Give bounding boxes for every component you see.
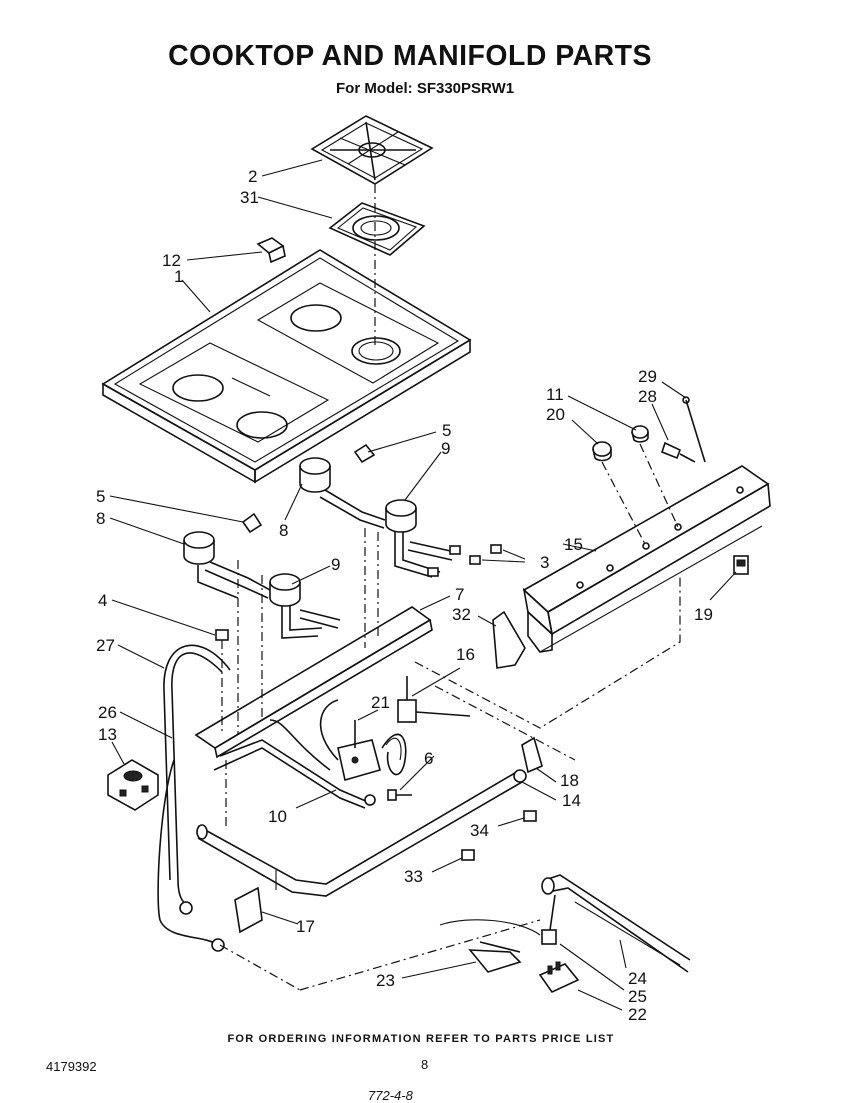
callout-29: 29 [638, 367, 657, 386]
ordering-note: FOR ORDERING INFORMATION REFER TO PARTS … [227, 1033, 615, 1045]
callout-32: 32 [452, 605, 471, 624]
callout-17: 17 [296, 917, 315, 936]
callout-labels: 1 2 3 4 5 5 6 7 8 8 9 9 10 11 12 13 14 1… [96, 167, 713, 1024]
callout-4: 4 [98, 591, 107, 610]
callout-25: 25 [628, 987, 647, 1006]
page-number: 8 [421, 1057, 429, 1072]
callout-8a: 8 [279, 521, 288, 540]
callout-28: 28 [638, 387, 657, 406]
callout-12: 12 [162, 251, 181, 270]
callout-23: 23 [376, 971, 395, 990]
model-subtitle: For Model: SF330PSRW1 [336, 80, 515, 97]
callout-19: 19 [694, 605, 713, 624]
page-code: 772-4-8 [368, 1088, 413, 1103]
burner-drip-pan [328, 202, 426, 256]
callout-9b: 9 [331, 555, 340, 574]
orifice-spuds [469, 544, 502, 565]
callout-1: 1 [174, 267, 183, 286]
burner-support-bracket [241, 443, 376, 534]
control-knobs [592, 396, 706, 547]
callout-26: 26 [98, 703, 117, 722]
callout-24: 24 [628, 969, 647, 988]
callout-33: 33 [404, 867, 423, 886]
cooktop-clip [256, 237, 286, 264]
front-burner-assembly [183, 531, 341, 639]
leader-lines [109, 159, 737, 1011]
callout-16: 16 [456, 645, 475, 664]
callout-5b: 5 [96, 487, 105, 506]
supply-tubing [213, 739, 376, 809]
cooktop [101, 249, 472, 484]
callout-3: 3 [540, 553, 549, 572]
callout-34: 34 [470, 821, 489, 840]
document-number: 4179392 [46, 1059, 97, 1074]
gas-valve-assembly [269, 676, 471, 801]
callout-20: 20 [546, 405, 565, 424]
callout-2: 2 [248, 167, 257, 186]
callout-9a: 9 [441, 439, 450, 458]
callout-15: 15 [564, 535, 583, 554]
callout-7: 7 [455, 585, 464, 604]
gas-supply-line [157, 644, 231, 952]
fasteners [461, 736, 543, 861]
callout-8b: 8 [96, 509, 105, 528]
manifold-panel [522, 465, 771, 653]
callout-13: 13 [98, 725, 117, 744]
broil-burner-assembly [219, 874, 691, 994]
oven-burner-bracket [234, 870, 277, 934]
burner-grate [310, 115, 434, 185]
callout-10: 10 [268, 807, 287, 826]
callout-27: 27 [96, 636, 115, 655]
callout-5a: 5 [442, 421, 451, 440]
callout-6: 6 [424, 749, 433, 768]
callout-14: 14 [562, 791, 581, 810]
oven-burner-tube [196, 760, 527, 897]
pressure-regulator [107, 759, 159, 811]
callout-21: 21 [371, 693, 390, 712]
manifold-bracket [194, 528, 433, 759]
side-bracket [492, 610, 526, 669]
callout-18: 18 [560, 771, 579, 790]
callout-22: 22 [628, 1005, 647, 1024]
page-title: COOKTOP AND MANIFOLD PARTS [168, 40, 652, 72]
screw [215, 629, 229, 735]
rear-burner-assembly [299, 457, 461, 578]
callout-11: 11 [546, 385, 564, 404]
ignition-switch [733, 555, 749, 575]
callout-31: 31 [240, 188, 259, 207]
